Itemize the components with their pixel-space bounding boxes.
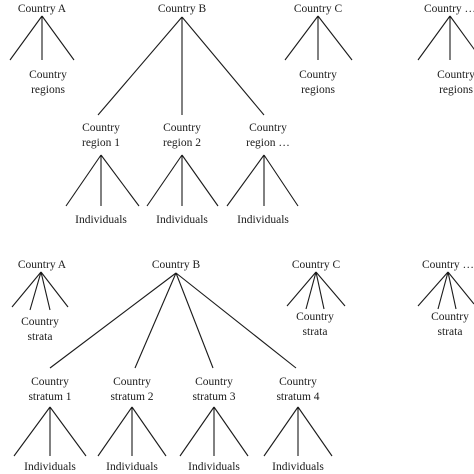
region-2-line2: region 2 — [163, 137, 201, 149]
country-b-label: Country B — [158, 3, 207, 15]
edge — [315, 271, 346, 307]
stratum-2-line1: Country — [113, 376, 151, 388]
edge — [447, 271, 474, 305]
edge — [49, 406, 87, 457]
individuals-label: Individuals — [106, 461, 158, 473]
stratum-1-line1: Country — [31, 376, 69, 388]
region-more-line2: region … — [246, 137, 290, 149]
stratum-3-line1: Country — [195, 376, 233, 388]
edge — [97, 406, 133, 457]
country-more-children-line1: Country — [431, 311, 469, 323]
country-more-children-line2: strata — [438, 326, 463, 338]
edge — [146, 154, 183, 207]
country-c-label: Country C — [292, 259, 341, 271]
country-c-children-line2: regions — [301, 84, 335, 96]
edge — [437, 271, 449, 310]
stratum-1-line2: stratum 1 — [28, 391, 71, 403]
country-more-children-line1: Country — [437, 69, 474, 81]
individuals-label: Individuals — [237, 214, 289, 226]
edge — [13, 406, 51, 457]
country-a-label: Country A — [18, 3, 67, 15]
country-b-label: Country B — [152, 259, 201, 271]
stratum-4-line1: Country — [279, 376, 317, 388]
individuals-label: Individuals — [24, 461, 76, 473]
edge — [41, 15, 75, 61]
country-a-children-line1: Country — [29, 69, 67, 81]
country-c-children-line1: Country — [299, 69, 337, 81]
stratum-3-line2: stratum 3 — [192, 391, 235, 403]
edge — [297, 406, 333, 457]
edge — [417, 271, 449, 307]
stratum-2-line2: stratum 2 — [110, 391, 153, 403]
region-1-line2: region 1 — [82, 137, 120, 149]
country-more-label: Country … — [422, 259, 474, 271]
edge — [100, 154, 140, 207]
country-more-label: Country … — [424, 3, 474, 15]
edge — [213, 406, 249, 457]
edge — [226, 154, 265, 207]
region-2-line1: Country — [163, 122, 201, 134]
region-more-line1: Country — [249, 122, 287, 134]
country-more-children-line2: regions — [439, 84, 473, 96]
edge — [134, 272, 177, 369]
country-a-children-line1: Country — [21, 316, 59, 328]
edge — [97, 16, 183, 116]
country-a-label: Country A — [18, 259, 67, 271]
edge — [40, 271, 51, 311]
edge — [65, 154, 102, 207]
edge — [417, 15, 451, 61]
edge — [175, 272, 214, 369]
edge — [317, 15, 353, 61]
edge — [284, 15, 319, 61]
country-c-label: Country C — [294, 3, 343, 15]
country-c-children-line2: strata — [303, 326, 328, 338]
country-c-children-line1: Country — [296, 311, 334, 323]
edge — [286, 271, 317, 307]
strata-diagram: Country A Country strata Country B Count… — [11, 259, 474, 473]
edge — [29, 271, 42, 311]
edge — [449, 15, 474, 50]
stratum-4-line2: stratum 4 — [276, 391, 319, 403]
country-a-children-line2: strata — [28, 331, 53, 343]
edge — [263, 154, 299, 207]
edge — [40, 271, 69, 308]
edge — [263, 406, 299, 457]
edge — [11, 271, 42, 308]
edge — [315, 271, 325, 310]
edge — [175, 272, 297, 369]
edge — [49, 272, 177, 369]
edge — [179, 406, 215, 457]
regions-diagram: Country A Country regions Country B Coun… — [9, 3, 474, 226]
individuals-label: Individuals — [156, 214, 208, 226]
edge — [447, 271, 457, 310]
edge — [9, 15, 43, 61]
individuals-label: Individuals — [75, 214, 127, 226]
edge — [181, 154, 219, 207]
edge — [181, 16, 265, 116]
edge — [131, 406, 167, 457]
individuals-label: Individuals — [272, 461, 324, 473]
edge — [305, 271, 317, 310]
region-1-line1: Country — [82, 122, 120, 134]
country-a-children-line2: regions — [31, 84, 65, 96]
individuals-label: Individuals — [188, 461, 240, 473]
